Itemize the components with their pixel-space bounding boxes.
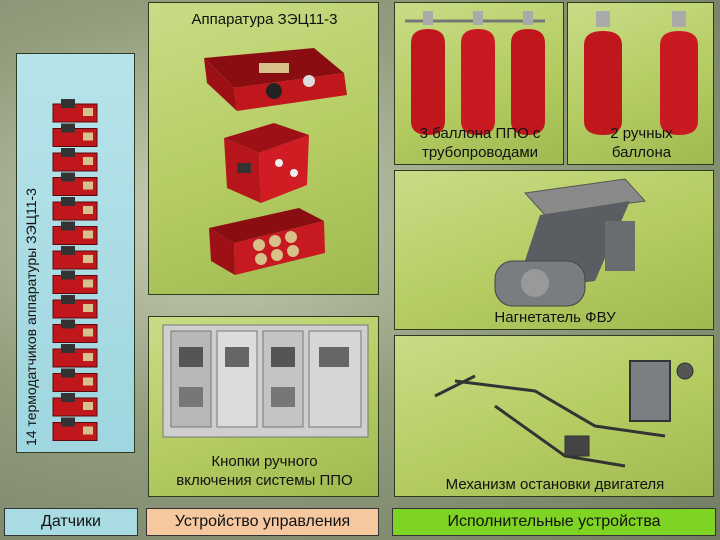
temperature-sensor-icon <box>52 344 98 368</box>
temperature-sensor-icon <box>52 123 98 147</box>
fire-cylinders-two <box>584 11 698 135</box>
sensors-panel: 14 термодатчиков аппаратуры ЗЭЦ11-3 <box>16 53 135 453</box>
temperature-sensor-icon <box>52 295 98 319</box>
two-cylinders-caption-line2: баллона <box>611 144 672 161</box>
engine-stop-caption: Механизм остановки двигателя <box>445 476 665 493</box>
engine-stop-mechanism-icon <box>434 360 694 468</box>
three-cylinders-panel: 3 баллона ППО с трубопроводами <box>394 2 564 165</box>
three-cylinders-caption-line2: трубопроводами <box>421 144 539 161</box>
temperature-sensor-icon <box>52 270 98 294</box>
apparatus-devices <box>204 48 347 275</box>
temperature-sensor-icon <box>52 197 98 221</box>
temperature-sensor-icon <box>52 393 98 417</box>
footer-actuators-label: Исполнительные устройства <box>392 508 716 536</box>
manual-buttons-caption-line1: Кнопки ручного <box>211 453 318 470</box>
manual-buttons-panel: Кнопки ручного включения системы ППО <box>148 316 379 497</box>
temperature-sensor-icon <box>52 246 98 270</box>
manual-switch-block <box>162 324 369 438</box>
manual-buttons-caption-line2: включения системы ППО <box>176 472 353 489</box>
temperature-sensor-icon <box>52 172 98 196</box>
control-box-icon <box>204 48 347 111</box>
engine-stop-panel: Механизм остановки двигателя <box>394 335 714 497</box>
engine-stop-mechanism <box>434 360 694 468</box>
temperature-sensors-stack <box>52 99 98 441</box>
three-cylinders-caption-line1: 3 баллона ППО с <box>419 125 541 142</box>
temperature-sensor-icon <box>52 319 98 343</box>
fire-cylinder-icon <box>405 11 545 135</box>
fan-panel: Нагнетатель ФВУ <box>394 170 714 330</box>
two-cylinders-panel: 2 ручных баллона <box>567 2 714 165</box>
temperature-sensor-icon <box>52 99 98 123</box>
temperature-sensor-icon <box>52 221 98 245</box>
fan-unit <box>494 178 647 307</box>
temperature-sensor-icon <box>52 368 98 392</box>
two-cylinders-caption-line1: 2 ручных <box>610 125 673 142</box>
fan-unit-icon <box>494 178 647 307</box>
fire-cylinder-icon <box>584 11 698 135</box>
fire-cylinders-three <box>405 11 545 135</box>
control-box-icon <box>162 324 369 438</box>
fan-caption: Нагнетатель ФВУ <box>494 309 616 326</box>
control-box-icon <box>224 123 309 203</box>
control-box-icon <box>209 208 325 275</box>
temperature-sensor-icon <box>52 148 98 172</box>
footer-sensors-label: Датчики <box>4 508 138 536</box>
apparatus-panel: Аппаратура ЗЭЦ11-3 <box>148 2 379 295</box>
temperature-sensor-icon <box>52 417 98 441</box>
apparatus-title: Аппаратура ЗЭЦ11-3 <box>191 11 338 28</box>
footer-control-label: Устройство управления <box>146 508 379 536</box>
